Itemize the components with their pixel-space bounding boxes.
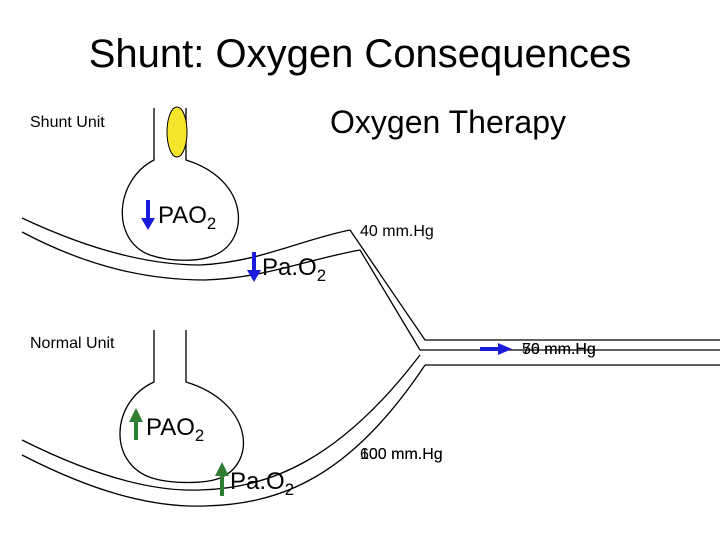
oxygen-therapy-label: Oxygen Therapy	[330, 104, 566, 140]
normal-capillary-value-b: 600 mm.Hg	[360, 446, 443, 463]
normal-capillary-value-a: 100 mm.Hg	[360, 446, 443, 463]
pao2-text: Pa.O	[230, 468, 285, 495]
normal-capillary-value: 100 mm.Hg 600 mm.Hg	[360, 446, 443, 464]
shunt-vessel-outer	[349, 229, 720, 341]
lower-capillary-outer	[21, 354, 421, 491]
up-arrow-icon	[129, 408, 143, 440]
mixed-value: 56 mm.Hg 70 mm.Hg	[522, 341, 596, 359]
pao2-text: PAO	[146, 414, 195, 441]
right-arrow-icon	[480, 343, 512, 355]
normal-alveolus-outline	[119, 330, 245, 484]
normal-unit-label: Normal Unit	[30, 335, 115, 352]
pao2-subscript: 2	[316, 266, 327, 285]
down-arrow-icon	[247, 252, 261, 282]
normal-arterial-po2-label: Pa.O2	[230, 468, 294, 500]
normal-alveolar-po2-label: PAO2	[146, 414, 204, 446]
pao2-subscript: 2	[284, 480, 295, 499]
upper-capillary-outer	[21, 217, 351, 266]
airway-obstruction-icon	[166, 106, 188, 158]
shunt-arterial-po2-label: Pa.O2	[262, 254, 326, 286]
upper-capillary-inner	[21, 231, 361, 281]
shunt-alveolar-po2-label: PAO2	[158, 202, 216, 234]
shunt-vessel-inner	[359, 249, 421, 351]
pao2-text: Pa.O	[262, 254, 317, 281]
mixed-value-a: 56 mm.Hg	[522, 341, 596, 358]
up-arrow-icon	[215, 462, 229, 496]
shunt-alveolus-outline	[121, 108, 239, 261]
page-title: Shunt: Oxygen Consequences	[88, 32, 632, 76]
shunt-unit-label: Shunt Unit	[30, 114, 105, 131]
down-arrow-icon	[141, 200, 155, 230]
pao2-subscript: 2	[206, 214, 217, 233]
shunt-capillary-value: 40 mm.Hg	[360, 223, 434, 240]
mixed-value-b: 70 mm.Hg	[522, 341, 596, 358]
lower-capillary-inner	[21, 364, 426, 507]
pao2-text: PAO	[158, 202, 207, 229]
pao2-subscript: 2	[194, 426, 205, 445]
